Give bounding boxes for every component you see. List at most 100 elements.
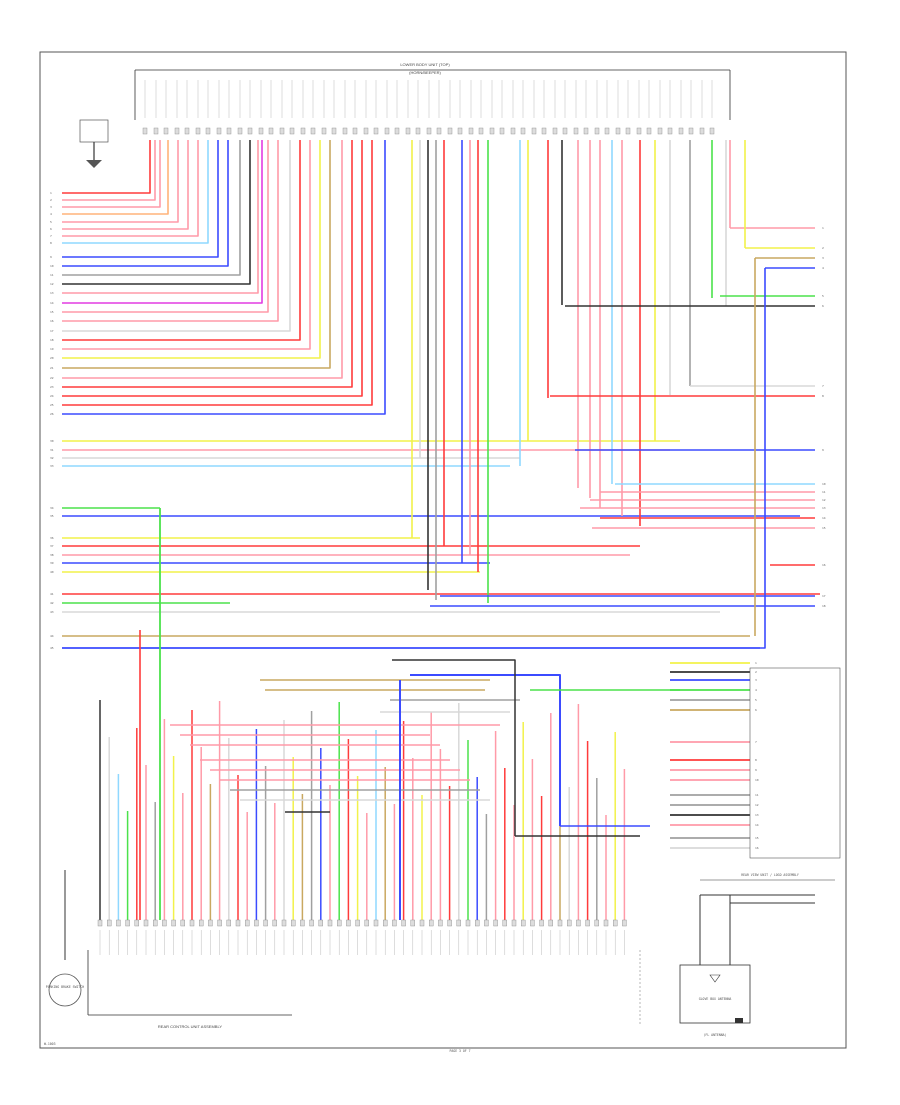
bottom-pin — [309, 919, 314, 927]
top-pin — [216, 127, 222, 135]
right-lower-connector — [749, 667, 841, 859]
left-pin-number: 9 — [50, 255, 52, 259]
top-pin — [646, 127, 652, 135]
parking-brake-switch: PARKING BRAKE SWITCH — [46, 870, 84, 1007]
bottom-pin — [116, 919, 121, 927]
top-pin — [373, 127, 379, 135]
wire-left-2 — [62, 140, 156, 201]
bottom-pin — [189, 919, 195, 927]
wire-left-24 — [62, 140, 363, 397]
rlc-pin-number: 8 — [755, 758, 757, 762]
top-pin — [289, 127, 295, 135]
right-pin-number: 14 — [822, 516, 826, 520]
left-pin-number: 44 — [50, 634, 54, 638]
bottom-pin — [447, 919, 452, 927]
footer-left: W-1003 — [44, 1042, 56, 1046]
left-connector-pins: 1234567891011121314151617181920212223242… — [50, 191, 54, 650]
top-pin — [300, 127, 306, 135]
right-pin-number: 5 — [822, 294, 824, 298]
left-pin-number: 39 — [50, 561, 54, 565]
wire-left-12 — [62, 140, 251, 285]
wire-left-11 — [62, 140, 241, 276]
top-pin — [331, 127, 337, 135]
right-pin-number: 2 — [822, 246, 824, 250]
bottom-pin — [594, 919, 599, 927]
top-pin — [678, 127, 684, 135]
wire-harness — [62, 140, 820, 965]
top-pin — [321, 127, 327, 135]
rlc-pin-number: 10 — [755, 778, 759, 782]
left-pin-number: 20 — [50, 356, 54, 360]
bottom-pin — [162, 919, 167, 927]
wire-left-25 — [62, 140, 373, 406]
left-pin-number: 19 — [50, 347, 54, 351]
rlc-pin-number: 11 — [755, 793, 759, 797]
parking-brake-label: PARKING BRAKE SWITCH — [46, 985, 84, 989]
bottom-pin — [511, 919, 517, 927]
left-pin-number: 16 — [50, 319, 54, 323]
bottom-pin — [180, 919, 186, 927]
bottom-pin — [318, 919, 323, 927]
right-pin-number: 16 — [822, 563, 826, 567]
left-pin-number: 24 — [50, 394, 54, 398]
bottom-pin — [530, 919, 535, 927]
left-pin-number: 2 — [50, 198, 52, 202]
wire-left-5 — [62, 140, 179, 223]
left-pin-number: 3 — [50, 205, 52, 209]
wire-left-26 — [62, 140, 386, 415]
wire-left-21 — [62, 140, 331, 369]
left-pin-number: 6 — [50, 227, 52, 231]
top-pin — [615, 127, 621, 135]
left-pin-number: 5 — [50, 220, 52, 224]
rlc-pin-number: 12 — [755, 803, 759, 807]
bottom-pin — [125, 919, 130, 927]
top-pin — [709, 127, 715, 135]
bottom-pin — [106, 919, 112, 927]
bottom-pin — [97, 919, 103, 927]
top-pin — [394, 127, 400, 135]
bottom-pin — [383, 919, 388, 927]
top-pin — [573, 127, 579, 135]
left-pin-number: 11 — [50, 273, 54, 277]
top-pin — [247, 127, 253, 135]
left-pin-number: 36 — [50, 536, 54, 540]
top-pin — [594, 127, 600, 135]
left-pin-number: 42 — [50, 601, 54, 605]
top-connector-pins — [142, 80, 715, 135]
bottom-pin — [456, 919, 461, 927]
left-pin-number: 15 — [50, 310, 54, 314]
top-pin — [268, 127, 274, 135]
left-pin-number: 38 — [50, 553, 54, 557]
bottom-pin — [465, 919, 471, 927]
left-pin-number: 7 — [50, 234, 52, 238]
right-pin-number: 18 — [822, 604, 826, 608]
bottom-pin — [429, 919, 434, 927]
bottom-pin — [493, 919, 498, 927]
right-pin-number: 9 — [822, 448, 824, 452]
bottom-pin — [281, 919, 287, 927]
top-pin — [174, 127, 180, 135]
top-pin — [520, 127, 526, 135]
right-pin-number: 17 — [822, 594, 826, 598]
top-pin — [205, 127, 211, 135]
bottom-pin — [346, 919, 351, 927]
rlc-pin-number: 14 — [755, 823, 759, 827]
rlc-pin-number: 13 — [755, 813, 759, 817]
glove-box-antenna: GLOVE BOX ANTENNA (FL ANTENNA) — [679, 964, 751, 1037]
wire-left-22 — [62, 140, 343, 379]
bottom-pin — [585, 919, 590, 927]
top-pin — [688, 127, 694, 135]
wire-left-17 — [62, 140, 291, 332]
left-pin-number: 45 — [50, 646, 54, 650]
left-pin-number: 30 — [50, 439, 54, 443]
top-pin — [604, 127, 610, 135]
top-connector-title: LOWER BODY UNIT (TOP) — [400, 62, 450, 67]
bottom-pin — [217, 919, 222, 927]
left-pin-number: 33 — [50, 464, 54, 468]
bottom-pin — [401, 919, 406, 927]
top-pin — [163, 127, 169, 135]
wire-left-4 — [62, 140, 169, 215]
left-pin-number: 32 — [50, 456, 54, 460]
top-connector-subtitle: (HORN/BEEPER) — [409, 70, 441, 75]
